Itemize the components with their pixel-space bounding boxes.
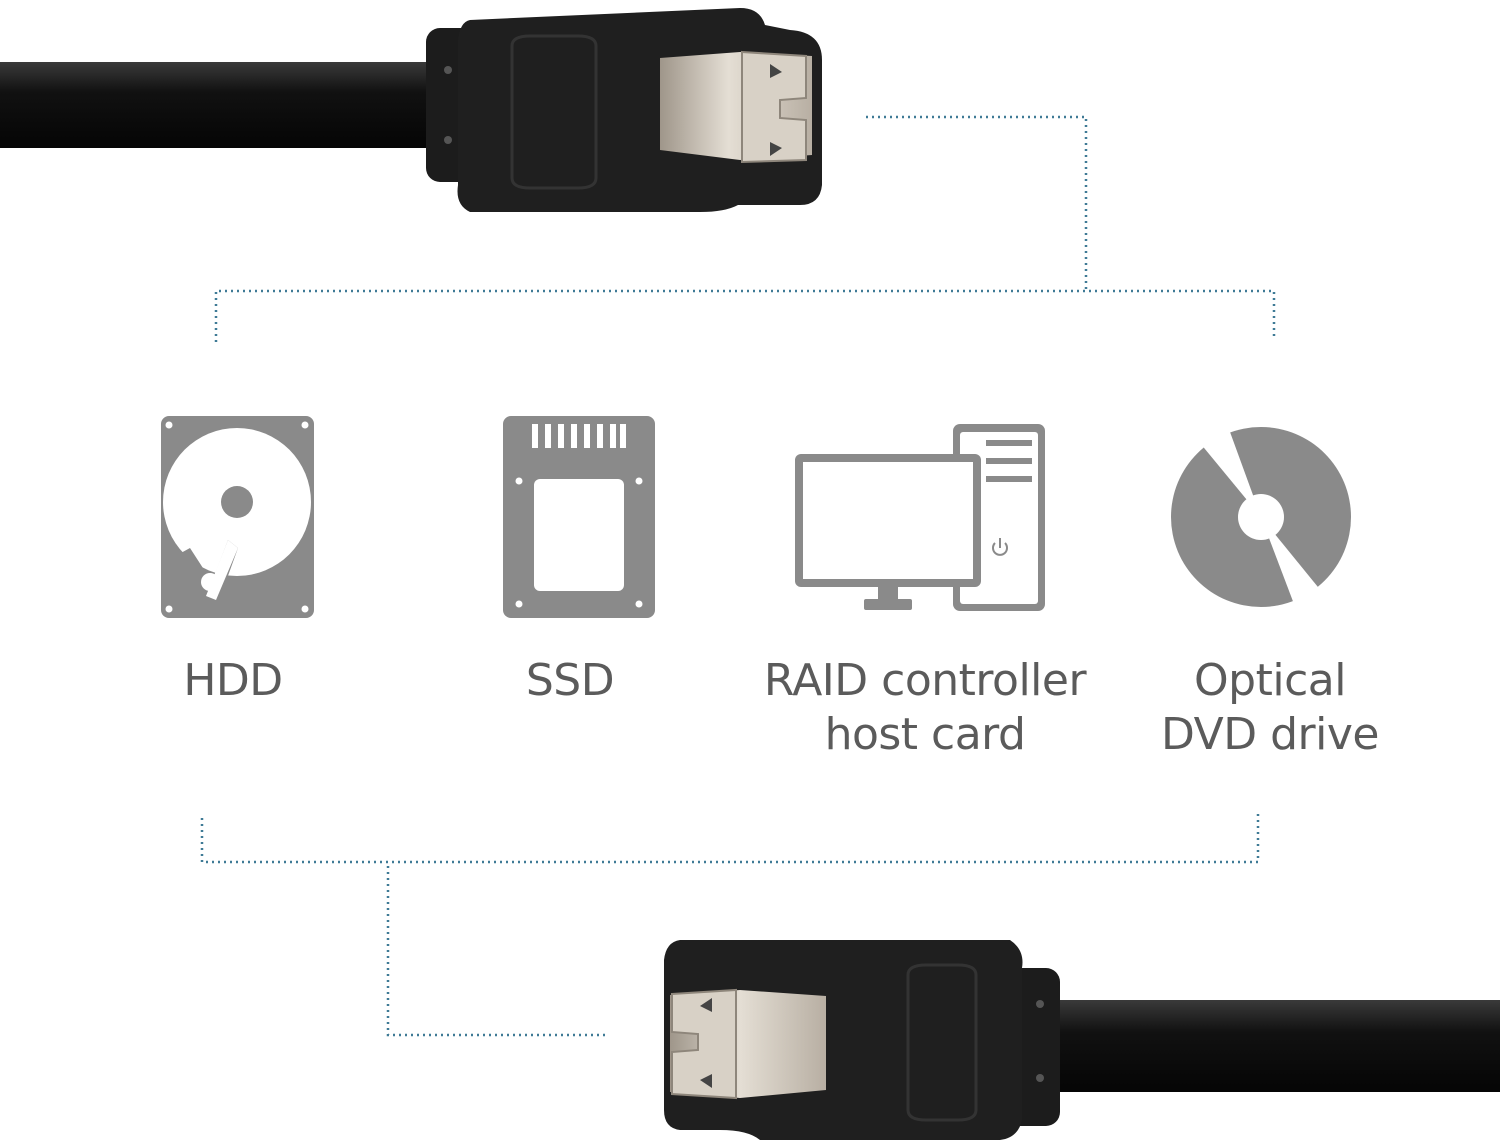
top-latch-notch [770,64,782,78]
optical-disc-icon [1171,427,1351,607]
bottom-connector-line [386,866,608,1037]
bottom-relief-dot [1036,1074,1044,1082]
top-relief-dot [444,136,452,144]
top-sata-connector [0,8,822,212]
top-relief-dot [444,66,452,74]
top-bracket [214,289,1276,342]
ssd-label-line: SSD [525,655,615,706]
ssd-label: SSD [470,654,670,708]
raid-label-line-2: host card [824,709,1026,760]
raid-label-line-1: RAID controller [763,655,1087,706]
bottom-relief-dot [1036,1000,1044,1008]
bottom-grip-ridge [906,963,978,1122]
power-icon [992,542,1008,556]
optical-label-line-1: Optical [1194,655,1346,706]
top-latch-tab [741,50,807,164]
ssd-icon [503,416,655,618]
hdd-icon [161,416,314,618]
bottom-latch-tab [671,988,737,1100]
optical-label-line-2: DVD drive [1161,709,1379,760]
hdd-label-line: HDD [183,655,283,706]
computer-icon [795,424,1045,611]
top-latch-notch [770,142,782,156]
bottom-sata-connector [664,940,1500,1140]
top-grip-ridge [510,34,598,190]
optical-label: Optical DVD drive [1125,654,1415,762]
bottom-cable [1045,1000,1500,1092]
raid-label: RAID controller host card [735,654,1115,762]
top-connector-line [866,115,1088,289]
top-cable [0,62,440,148]
bottom-bracket [200,812,1260,864]
connector-lines [200,115,1276,1037]
bottom-latch-notch [700,998,712,1012]
hdd-label: HDD [133,654,333,708]
bottom-latch-notch [700,1074,712,1088]
